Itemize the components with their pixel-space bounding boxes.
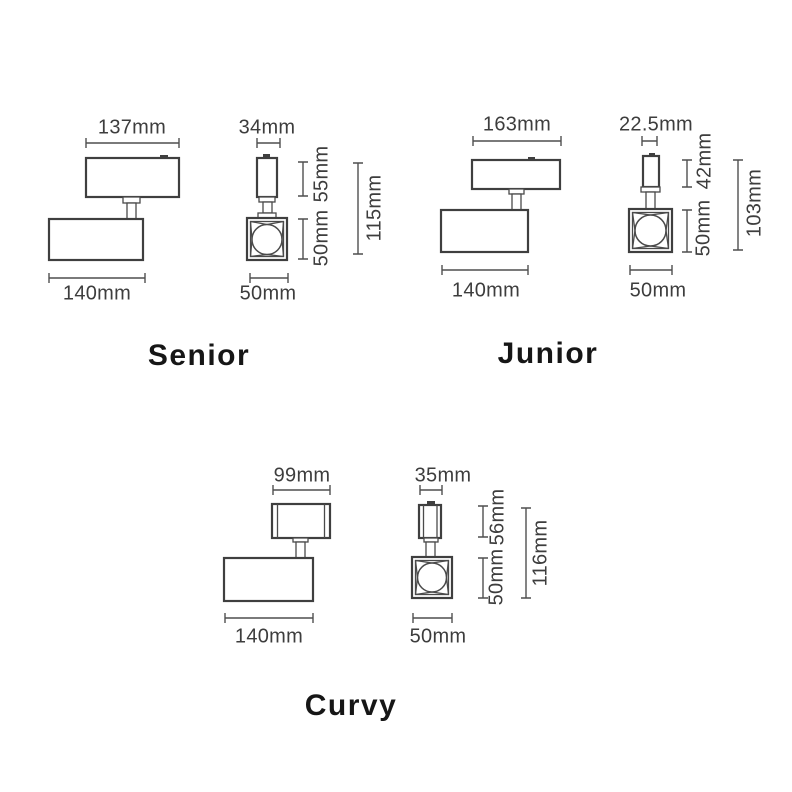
junior-head-width-label: 50mm xyxy=(629,279,687,302)
curvy-adapter-height-label: 56mm xyxy=(486,488,509,546)
senior-head-width-label: 50mm xyxy=(239,282,297,305)
curvy-track-width-label: 99mm xyxy=(273,464,331,487)
curvy-dimension-lines xyxy=(224,485,531,623)
junior-front-view xyxy=(627,153,674,254)
junior-dimension-lines xyxy=(441,136,743,275)
junior-title: Junior xyxy=(497,337,599,370)
curvy-head-height-label: 50mm xyxy=(485,548,508,606)
junior-side-view xyxy=(439,157,562,254)
junior-adapter-width-label: 22.5mm xyxy=(618,113,694,136)
junior-track-width-label: 163mm xyxy=(482,113,552,136)
curvy-side-view xyxy=(222,502,332,603)
senior-adapter-width-label: 34mm xyxy=(238,116,296,139)
senior-title: Senior xyxy=(147,339,251,372)
curvy-adapter-width-label: 35mm xyxy=(414,464,472,487)
curvy-body-length-label: 140mm xyxy=(234,625,304,648)
senior-front-view xyxy=(245,154,289,262)
senior-dimension-lines xyxy=(48,138,363,283)
curvy-head-width-label: 50mm xyxy=(409,625,467,648)
curvy-front-view xyxy=(410,501,454,600)
senior-side-view xyxy=(47,155,181,262)
senior-track-width-label: 137mm xyxy=(97,116,167,139)
junior-body-length-label: 140mm xyxy=(451,279,521,302)
curvy-title: Curvy xyxy=(304,689,398,722)
curvy-total-height-label: 116mm xyxy=(529,519,552,587)
senior-body-length-label: 140mm xyxy=(62,282,132,305)
